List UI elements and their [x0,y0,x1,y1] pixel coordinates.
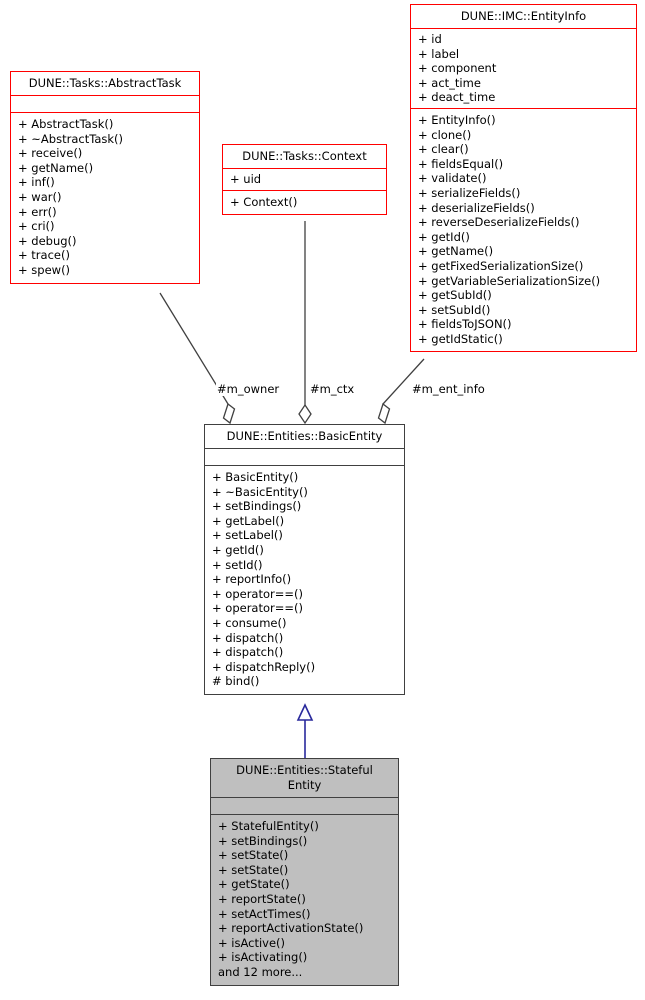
class-member: + setActTimes() [218,906,311,921]
class-operations-entity-info: + EntityInfo() + clone() + clear() + fie… [411,109,636,352]
class-member: + label [418,46,460,61]
class-member: + getId() [212,542,264,557]
class-member: + getSubId() [418,288,492,303]
class-title-stateful-entity: DUNE::Entities::Stateful Entity [211,759,398,798]
class-operations-stateful-entity: + StatefulEntity() + setBindings() + set… [211,815,398,985]
class-title-entity-info: DUNE::IMC::EntityInfo [411,5,636,29]
edge-m_owner [159,292,236,425]
class-box-context[interactable]: DUNE::Tasks::Context + uid + Context() [222,144,387,216]
class-member: + uid [230,172,262,186]
class-member: + component [418,61,497,76]
class-member: + getVariableSerializationSize() [418,273,601,288]
class-member: + isActivating() [218,950,308,965]
class-member: + getIdStatic() [418,331,503,346]
class-box-basic-entity[interactable]: DUNE::Entities::BasicEntity + BasicEntit… [204,424,405,695]
edge-label-m_owner: #m_owner [216,382,281,396]
class-member: + setState() [218,862,289,877]
class-title-abstract-task: DUNE::Tasks::AbstractTask [11,72,199,96]
class-member: + getId() [418,229,470,244]
class-member: + receive() [18,146,83,161]
class-attributes-stateful-entity [211,798,398,815]
class-operations-abstract-task: + AbstractTask() + ~AbstractTask() + rec… [11,113,199,283]
class-attributes-context: + uid [223,169,386,191]
class-member: + AbstractTask() [18,117,114,131]
class-member: + ~BasicEntity() [212,484,308,499]
class-member: + reportInfo() [212,572,292,587]
class-member: + operator==() [212,586,303,601]
class-member: + setState() [218,848,289,863]
edge-label-m_ent_info: #m_ent_info [411,382,486,396]
class-member: + getState() [218,877,290,892]
class-member: and 12 more... [218,964,303,979]
class-box-abstract-task[interactable]: DUNE::Tasks::AbstractTask + AbstractTask… [10,71,200,284]
class-member: + war() [18,189,62,204]
class-box-stateful-entity[interactable]: DUNE::Entities::Stateful Entity + Statef… [210,758,399,986]
class-member: + clear() [418,142,469,157]
class-member: + BasicEntity() [212,470,299,484]
class-member: + deserializeFields() [418,200,535,215]
class-attributes-basic-entity [205,449,404,466]
class-member: + reverseDeserializeFields() [418,215,580,230]
class-member: + dispatch() [212,645,284,660]
class-member: + act_time [418,75,481,90]
edge-inheritance [296,703,314,758]
class-attributes-entity-info: + id + label + component + act_time + de… [411,29,636,109]
class-member: + validate() [418,171,487,186]
class-member: + dispatch() [212,630,284,645]
class-member: + getName() [18,160,94,175]
class-member: + setBindings() [218,833,308,848]
class-member: + setId() [212,557,263,572]
class-member: + reportActivationState() [218,921,364,936]
class-member: + reportState() [218,891,306,906]
class-box-entity-info[interactable]: DUNE::IMC::EntityInfo + id + label + com… [410,4,637,353]
class-member: + isActive() [218,935,286,950]
class-member: + inf() [18,175,55,190]
class-member: + setLabel() [212,528,283,543]
class-member: + StatefulEntity() [218,819,319,833]
class-operations-basic-entity: + BasicEntity() + ~BasicEntity() + setBi… [205,466,404,694]
class-member: + consume() [212,615,287,630]
class-member: + spew() [18,262,71,277]
class-member: + err() [18,204,57,219]
class-member: + getFixedSerializationSize() [418,258,584,273]
class-member: + clone() [418,127,472,142]
class-member: + cri() [18,219,55,234]
class-member: + setSubId() [418,302,491,317]
class-member: + setBindings() [212,499,302,514]
class-title-context: DUNE::Tasks::Context [223,145,386,169]
class-title-basic-entity: DUNE::Entities::BasicEntity [205,425,404,449]
edge-label-m_ctx: #m_ctx [309,382,356,396]
class-member: + Context() [230,194,298,209]
class-member: + serializeFields() [418,185,521,200]
class-member: + EntityInfo() [418,112,496,127]
class-member: + dispatchReply() [212,659,316,674]
class-member: + trace() [18,248,70,263]
class-member: + operator==() [212,601,303,616]
class-member: + getLabel() [212,513,285,528]
class-member: + ~AbstractTask() [18,131,123,146]
class-attributes-abstract-task [11,96,199,113]
class-operations-context: + Context() [223,191,386,215]
class-member: + debug() [18,233,77,248]
class-member: + fieldsToJSON() [418,317,512,332]
class-member: # bind() [212,674,260,689]
class-member: + fieldsEqual() [418,156,504,171]
class-member: + id [418,32,442,46]
class-member: + getName() [418,244,494,259]
class-member: + deact_time [418,90,496,105]
